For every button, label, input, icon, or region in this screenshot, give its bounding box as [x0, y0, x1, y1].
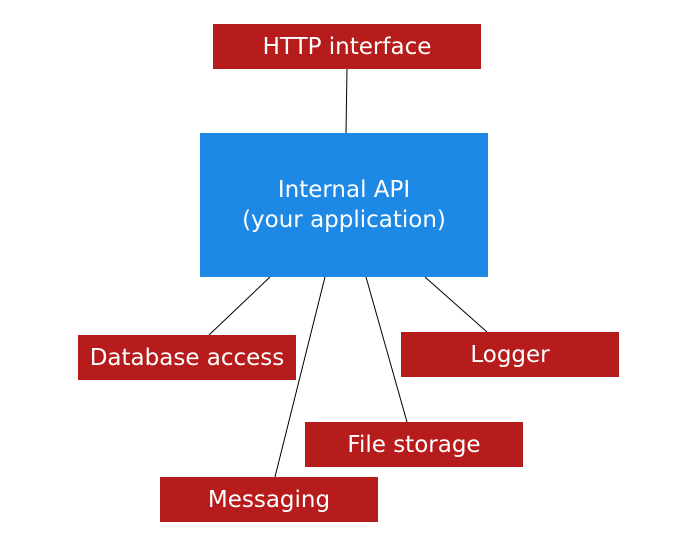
connector-api-http — [345, 68, 348, 134]
internal-api-title: Internal API — [277, 177, 411, 203]
connector-api-logger — [424, 276, 488, 333]
messaging-node: Messaging — [160, 477, 378, 522]
http-interface-label: HTTP interface — [262, 33, 432, 60]
file-storage-label: File storage — [347, 431, 481, 458]
http-interface-node: HTTP interface — [213, 24, 481, 69]
connector-api-file-storage — [365, 276, 408, 423]
logger-node: Logger — [401, 332, 619, 377]
internal-api-subtitle: (your application) — [242, 207, 446, 233]
connector-api-messaging — [274, 276, 326, 478]
database-access-node: Database access — [78, 335, 296, 380]
database-access-label: Database access — [89, 344, 285, 371]
connector-api-database — [208, 276, 271, 336]
internal-api-node: Internal API (your application) — [200, 133, 488, 277]
file-storage-node: File storage — [305, 422, 523, 467]
messaging-label: Messaging — [207, 486, 331, 513]
logger-label: Logger — [470, 341, 550, 368]
